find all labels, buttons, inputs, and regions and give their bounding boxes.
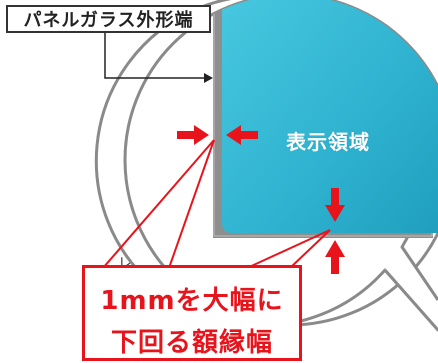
leader-arrowhead: [204, 73, 213, 83]
callout-line-2: 下回る額縁幅: [110, 328, 273, 358]
display-area-label: 表示領域: [286, 130, 370, 154]
callout-pointer: [102, 139, 331, 269]
width-arrows-horizontal: [177, 125, 258, 145]
bezel-width-callout: 1mmを大幅に 下回る額縁幅: [82, 265, 302, 361]
display-area: [222, 0, 438, 233]
width-arrows-vertical: [325, 188, 345, 274]
panel-edge-label: パネルガラス外形端: [6, 5, 211, 33]
leader-line: [104, 33, 207, 79]
callout-line-1: 1mmを大幅に: [100, 286, 284, 316]
